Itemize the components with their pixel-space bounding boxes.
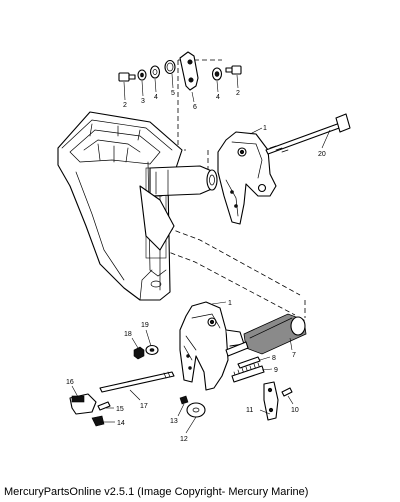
clip-14 <box>91 415 105 427</box>
label-11: 11 <box>246 407 253 414</box>
bolt-left <box>118 72 136 82</box>
label-16: 16 <box>66 379 74 386</box>
label-20: 20 <box>318 151 326 158</box>
label-19: 19 <box>141 322 149 329</box>
tilt-lock-handle-16 <box>69 393 97 415</box>
tilt-rod-17 <box>99 371 175 393</box>
label-5: 5 <box>171 90 175 97</box>
label-1-upper: 1 <box>263 125 267 132</box>
label-8: 8 <box>272 355 276 362</box>
label-13: 13 <box>170 418 178 425</box>
long-bolt-20 <box>265 113 351 155</box>
label-2-right: 2 <box>236 90 240 97</box>
bolt-right <box>225 65 242 75</box>
clamp-bracket-upper <box>217 131 277 225</box>
bracket-6 <box>179 51 199 91</box>
label-9: 9 <box>274 367 278 374</box>
nut-13 <box>179 395 189 405</box>
copyright-footer: MercuryPartsOnline v2.5.1 (Image Copyrig… <box>4 486 309 498</box>
label-4-right: 4 <box>216 94 220 101</box>
washer-19 <box>145 344 159 356</box>
label-10: 10 <box>291 407 299 414</box>
label-7: 7 <box>292 352 296 359</box>
nut-18 <box>133 346 145 360</box>
cotter-pin-10 <box>281 387 293 397</box>
screw-15 <box>97 401 111 411</box>
label-4-left: 4 <box>154 94 158 101</box>
leader-lines <box>71 73 331 434</box>
label-12: 12 <box>180 436 188 443</box>
label-15: 15 <box>116 406 124 413</box>
tilt-cartridge-7 <box>225 313 307 357</box>
washer-4-left <box>149 65 161 79</box>
label-1-lower: 1 <box>228 300 232 307</box>
part-labels: 2 3 4 5 6 4 2 1 20 1 19 18 7 8 9 16 17 1… <box>66 90 326 443</box>
swivel-tube <box>139 165 218 251</box>
label-18: 18 <box>124 331 132 338</box>
label-3: 3 <box>141 98 145 105</box>
clamp-bracket-lower <box>179 301 245 391</box>
washer-12 <box>186 402 206 418</box>
label-17: 17 <box>140 403 148 410</box>
label-6: 6 <box>193 104 197 111</box>
label-2-left: 2 <box>123 102 127 109</box>
snap-ring-5 <box>164 59 176 75</box>
top-hardware <box>118 51 242 91</box>
spring-pin-assembly <box>231 356 265 383</box>
lever-11 <box>263 381 279 421</box>
label-14: 14 <box>117 420 125 427</box>
